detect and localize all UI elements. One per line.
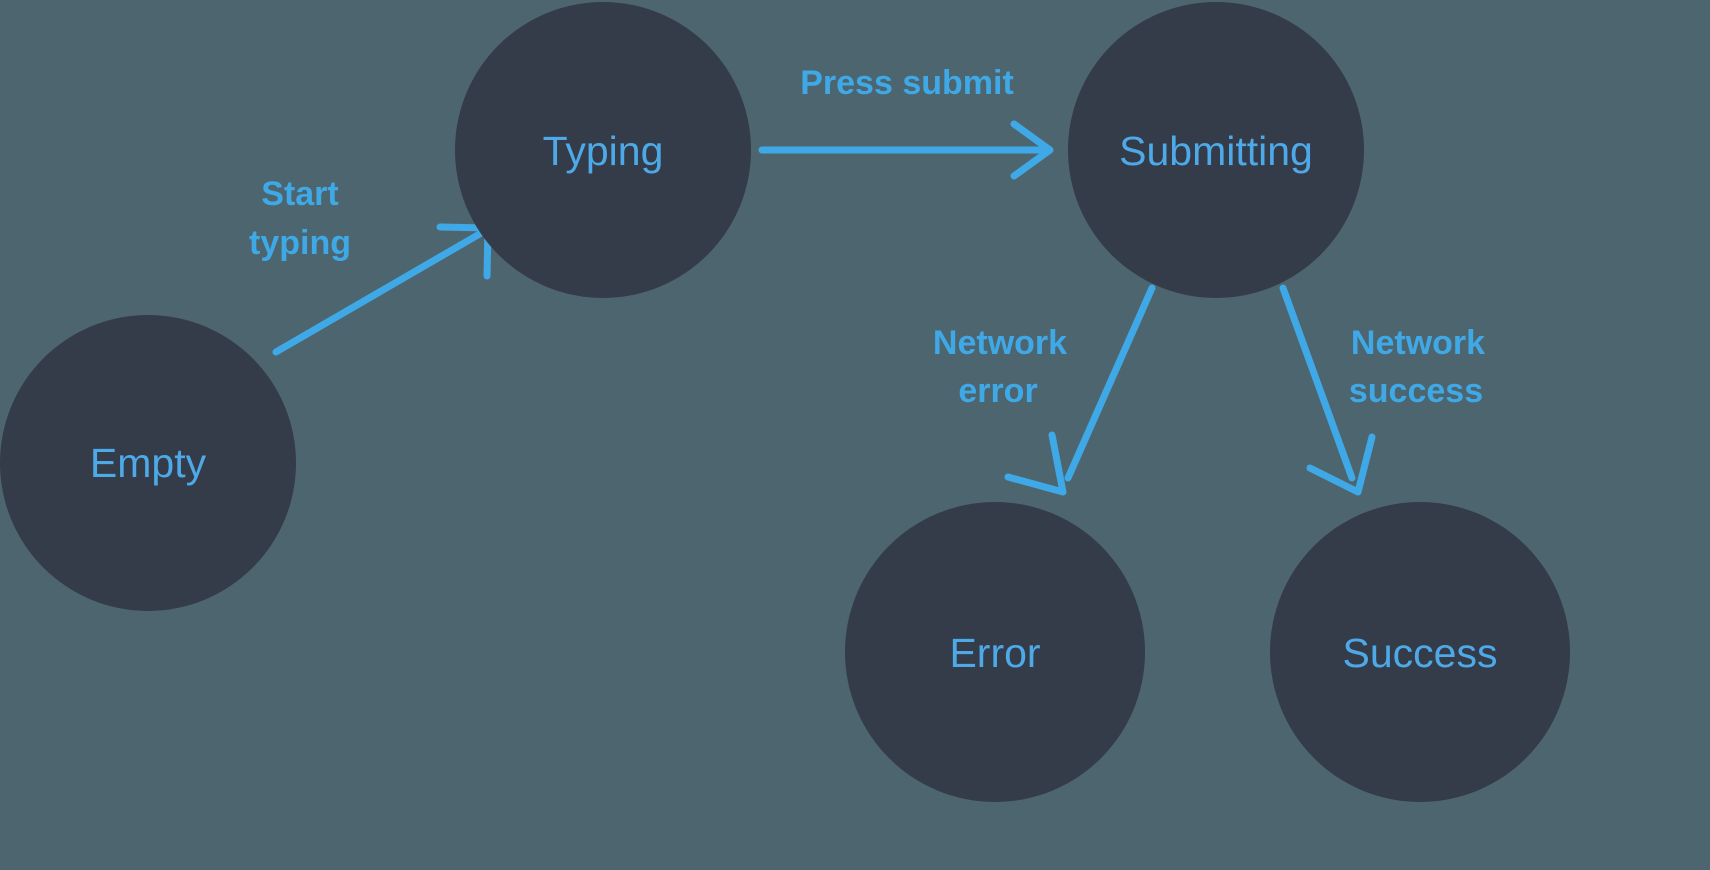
edge-label-network-error: Network error xyxy=(933,324,1067,410)
node-circle xyxy=(1068,2,1364,298)
node-circle xyxy=(455,2,751,298)
node-label: Typing xyxy=(543,128,664,174)
arrowhead-icon xyxy=(1004,431,1067,496)
node-empty[interactable]: Empty xyxy=(0,315,296,611)
node-label: Success xyxy=(1343,630,1498,676)
edge-label-network-success: Network success xyxy=(1349,324,1485,410)
edge-label-start-typing: Start typing xyxy=(249,175,351,262)
edge-line xyxy=(1064,284,1156,482)
node-label: Empty xyxy=(90,440,207,486)
edge-line xyxy=(272,228,487,356)
node-typing[interactable]: Typing xyxy=(455,2,751,298)
node-success[interactable]: Success xyxy=(1270,502,1570,802)
node-error[interactable]: Error xyxy=(845,502,1145,802)
edge-submitting-to-error[interactable] xyxy=(1004,284,1156,496)
edge-label-line: typing xyxy=(249,224,351,262)
node-label: Error xyxy=(949,630,1040,676)
edge-label-line: Network xyxy=(1351,324,1485,362)
edge-label-line: success xyxy=(1349,372,1483,410)
node-circle xyxy=(845,502,1145,802)
edge-label-line: Start xyxy=(261,175,338,213)
edge-label-line: Network xyxy=(933,324,1067,362)
node-circle xyxy=(0,315,296,611)
edge-line xyxy=(1279,284,1356,482)
arrowhead-icon xyxy=(1306,433,1376,496)
edge-label-line: error xyxy=(958,372,1037,410)
arrowhead-icon xyxy=(1010,120,1054,180)
edge-label-press-submit: Press submit xyxy=(800,64,1014,102)
edge-label-line: Press submit xyxy=(800,64,1014,102)
node-submitting[interactable]: Submitting xyxy=(1068,2,1364,298)
edge-typing-to-submitting[interactable] xyxy=(758,120,1054,180)
node-circle xyxy=(1270,502,1570,802)
node-label: Submitting xyxy=(1119,128,1313,174)
edge-submitting-to-success[interactable] xyxy=(1279,284,1376,496)
